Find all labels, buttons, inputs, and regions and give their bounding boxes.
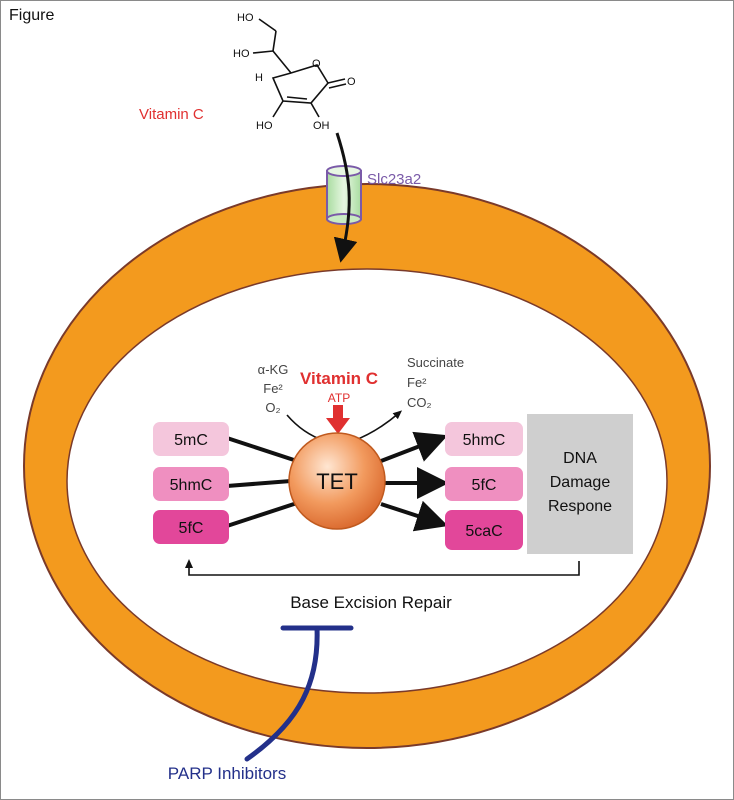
atom-ho-top: HO (237, 12, 254, 24)
cofactor-o2: O₂ (265, 400, 280, 415)
cofactor-succinate: Succinate (407, 355, 464, 370)
ddr-line-2: Damage (550, 474, 611, 491)
vitamin-c-atom-labels: HO HO H O O HO OH (233, 12, 356, 132)
product-5fc: 5fC (472, 477, 497, 494)
atom-oh-bottom: OH (313, 120, 330, 132)
ddr-line-3: Respone (548, 498, 612, 515)
cofactor-co2: CO₂ (407, 395, 432, 410)
slc23a2-label: Slc23a2 (367, 171, 421, 188)
atom-o-carbonyl: O (347, 76, 356, 88)
tet-enzyme (288, 432, 386, 530)
figure-label: Figure (9, 7, 55, 24)
ddr-line-1: DNA (563, 450, 597, 467)
substrate-list: 5mC 5hmC 5fC (153, 422, 229, 544)
activation-arrow (326, 405, 350, 434)
vitamin-c-label: Vitamin C (139, 106, 204, 123)
vitamin-c-activator: Vitamin C (300, 369, 378, 388)
slc23a2-channel (326, 165, 362, 225)
cofactors-out: Succinate Fe² CO₂ (407, 355, 464, 410)
substrate-5fc: 5fC (179, 520, 204, 537)
substrate-5hmc: 5hmC (170, 477, 213, 494)
ber-label: Base Excision Repair (290, 593, 452, 612)
substrate-5mc: 5mC (174, 432, 208, 449)
cofactor-fe-out: Fe² (407, 375, 427, 390)
product-list: 5hmC 5fC 5caC (445, 422, 523, 550)
cofactors-in: α-KG Fe² O₂ (258, 362, 289, 415)
product-arrows (380, 431, 449, 532)
atp-label: ATP (328, 391, 350, 405)
product-5cac: 5caC (465, 523, 502, 540)
product-5hmc: 5hmC (463, 432, 506, 449)
parp-inhibition-line (244, 625, 354, 762)
substrate-lines (226, 436, 298, 528)
atom-h: H (255, 72, 263, 84)
cofactor-fe-in: Fe² (263, 381, 283, 396)
cofactor-akg: α-KG (258, 362, 289, 377)
dna-damage-response-box: DNA Damage Respone (527, 414, 633, 554)
vitamin-c-molecule (252, 18, 347, 118)
uptake-arrow (333, 132, 358, 263)
parp-inhibitors-label: PARP Inhibitors (168, 764, 286, 783)
tet-label: TET (316, 469, 358, 494)
atom-ho-mid: HO (233, 48, 250, 60)
ber-feedback-arrow (185, 559, 580, 576)
atom-ho-bottom: HO (256, 120, 273, 132)
atom-o-ring: O (312, 58, 321, 70)
